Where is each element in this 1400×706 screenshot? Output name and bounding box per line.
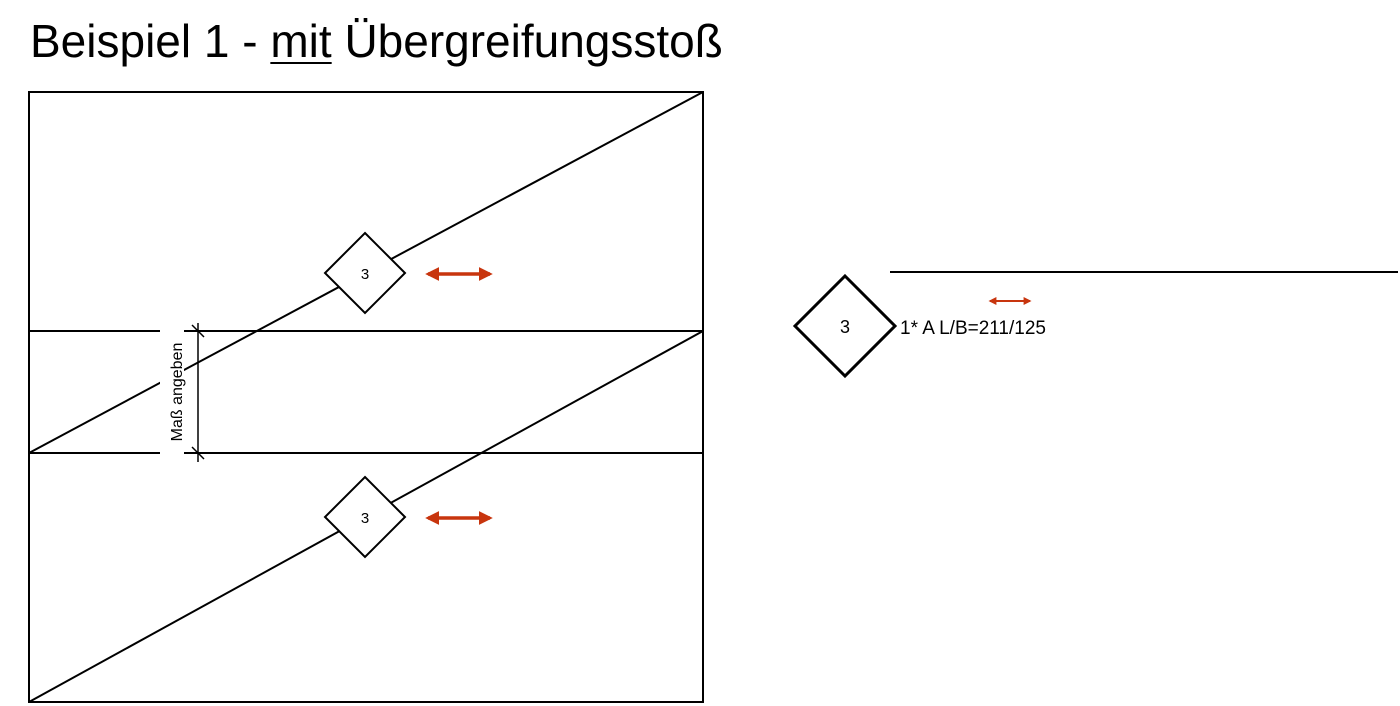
dimension-tick-top [191, 324, 205, 338]
dimension-tick-bottom [191, 446, 205, 460]
title-suffix: Übergreifungsstoß [331, 15, 723, 67]
marker-number: 3 [361, 510, 369, 527]
dimension-label: Maß angeben [169, 343, 186, 442]
title-underlined-word: mit [270, 15, 332, 67]
legend-marker-number: 3 [840, 317, 850, 337]
dimension-label-background [160, 330, 184, 456]
marker-number: 3 [361, 266, 369, 283]
page-title: Beispiel 1 - mit Übergreifungsstoß [30, 18, 723, 64]
diamond-icon [792, 273, 898, 379]
diamond-icon [323, 475, 407, 559]
overlap-dimension: Maß angeben [160, 323, 205, 462]
diamond-icon [323, 231, 407, 315]
position-marker-upper: 3 [323, 231, 407, 315]
position-legend: 3 1* A L/B=211/125 [792, 271, 1398, 379]
position-marker-lower: 3 [323, 475, 407, 559]
legend-text: 1* A L/B=211/125 [900, 318, 1046, 339]
title-prefix: Beispiel 1 - [30, 15, 271, 67]
panel-outline [28, 91, 704, 703]
